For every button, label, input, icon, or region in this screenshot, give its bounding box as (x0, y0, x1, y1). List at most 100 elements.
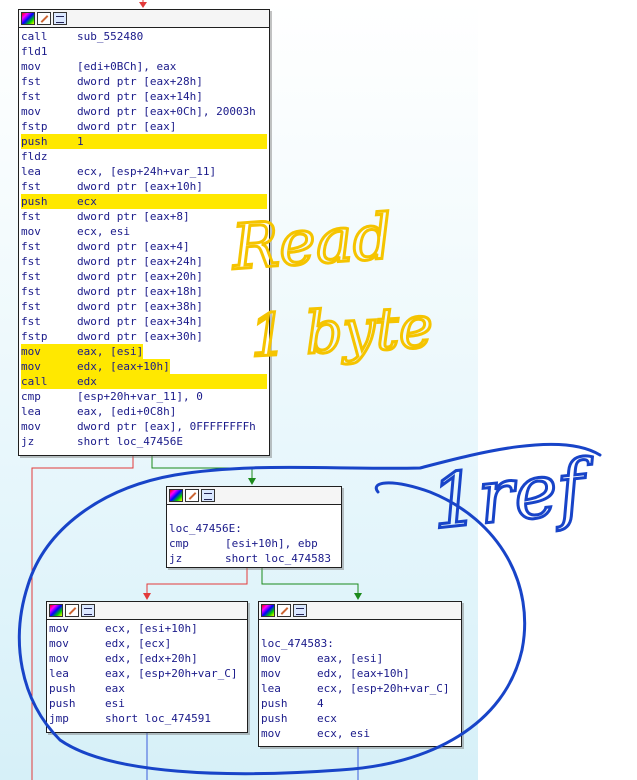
graph-icon[interactable] (53, 12, 67, 25)
mnemonic: push (261, 712, 288, 725)
operands: ecx (317, 712, 337, 725)
mnemonic: mov (21, 344, 77, 359)
operands: dword ptr [eax+20h] (77, 270, 203, 283)
edit-icon[interactable] (185, 489, 199, 502)
code-line[interactable]: cmp[esi+10h], ebp (169, 536, 339, 551)
code-line[interactable]: cmp[esp+20h+var_11], 0 (21, 389, 267, 404)
edit-icon[interactable] (37, 12, 51, 25)
code-line[interactable]: lea ecx, [esp+20h+var_C] (261, 681, 459, 696)
mnemonic: lea (261, 682, 281, 695)
mnemonic: mov (21, 105, 41, 118)
incoming-arrowhead (139, 2, 147, 8)
operands: short loc_474591 (105, 712, 211, 725)
mnemonic: cmp (169, 537, 189, 550)
palette-icon[interactable] (21, 12, 35, 25)
operands: [edi+0BCh], eax (77, 60, 177, 73)
code-line[interactable]: push eax (49, 681, 245, 696)
operands: ecx, [esi+10h] (105, 622, 198, 635)
operands: 4 (317, 697, 324, 710)
edit-icon[interactable] (65, 604, 79, 617)
graph-icon[interactable] (293, 604, 307, 617)
code-label[interactable]: loc_47456E: (169, 522, 242, 535)
palette-icon[interactable] (169, 489, 183, 502)
operands: ecx (77, 195, 97, 208)
code-line[interactable]: fst dword ptr [eax+8] (21, 209, 267, 224)
edge-mid-false-arrowhead (143, 593, 151, 600)
code-line[interactable]: fst dword ptr [eax+38h] (21, 299, 267, 314)
operands: ecx, [esp+20h+var_C] (317, 682, 450, 695)
palette-icon[interactable] (261, 604, 275, 617)
code-line[interactable]: mov[edi+0BCh], eax (21, 59, 267, 74)
operands: dword ptr [eax+8] (77, 210, 190, 223)
block-header (259, 602, 461, 620)
code-line[interactable]: fldz (21, 149, 267, 164)
code-label[interactable]: loc_474583: (261, 637, 334, 650)
mnemonic: mov (261, 727, 281, 740)
mnemonic: push (49, 682, 76, 695)
mnemonic: fst (21, 210, 41, 223)
operands: esi (105, 697, 125, 710)
code-line[interactable]: fld1 (21, 44, 267, 59)
graph-icon[interactable] (201, 489, 215, 502)
edit-icon[interactable] (277, 604, 291, 617)
graph-icon[interactable] (81, 604, 95, 617)
operands: dword ptr [eax+38h] (77, 300, 203, 313)
operands: eax, [esi] (77, 344, 144, 359)
operands: dword ptr [eax] (77, 120, 177, 133)
mnemonic: fst (21, 315, 41, 328)
code-line[interactable]: push ecx (261, 711, 459, 726)
operands: eax (105, 682, 125, 695)
mnemonic: fst (21, 285, 41, 298)
mnemonic: mov (49, 652, 69, 665)
mnemonic: lea (21, 165, 41, 178)
code-line[interactable]: fstp dword ptr [eax] (21, 119, 267, 134)
mnemonic: fst (21, 300, 41, 313)
mnemonic: fst (21, 255, 41, 268)
operands: short loc_47456E (77, 435, 183, 448)
edge-top-true-mid (151, 455, 253, 480)
mnemonic: fstp (21, 120, 48, 133)
block-header (47, 602, 247, 620)
operands: [esp+20h+var_11], 0 (77, 390, 203, 403)
palette-icon[interactable] (49, 604, 63, 617)
block-header (167, 487, 341, 505)
operands: dword ptr [eax+14h] (77, 90, 203, 103)
